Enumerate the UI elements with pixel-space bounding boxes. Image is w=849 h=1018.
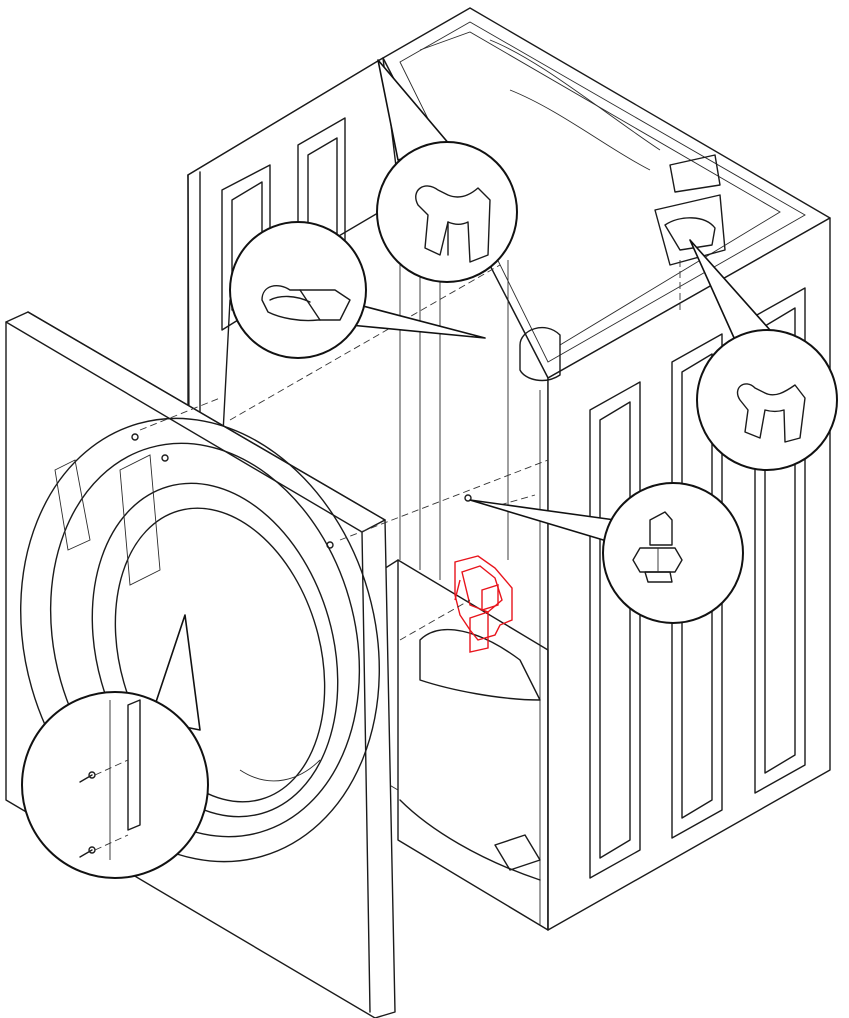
hex-nut-icon — [632, 511, 683, 583]
callout-side-clip — [229, 221, 486, 359]
drum-bearing-nub — [519, 326, 561, 382]
wire-clip-icon — [261, 284, 351, 322]
callout-hinge-bracket — [21, 614, 209, 879]
callout-nut — [469, 482, 744, 624]
callout-right-clip — [689, 239, 838, 471]
callout-top-clip — [376, 59, 518, 283]
bracket-screw-icon — [79, 699, 141, 860]
spring-clip-icon — [415, 185, 491, 263]
callout-circle — [696, 329, 838, 471]
spring-clip-icon — [736, 383, 806, 443]
callout-circle — [602, 482, 744, 624]
callout-circle — [376, 141, 518, 283]
screws — [131, 433, 472, 549]
door-lock-switch[interactable] — [454, 555, 513, 653]
callout-circle — [21, 691, 209, 879]
assembly-guide-lines — [139, 260, 681, 641]
